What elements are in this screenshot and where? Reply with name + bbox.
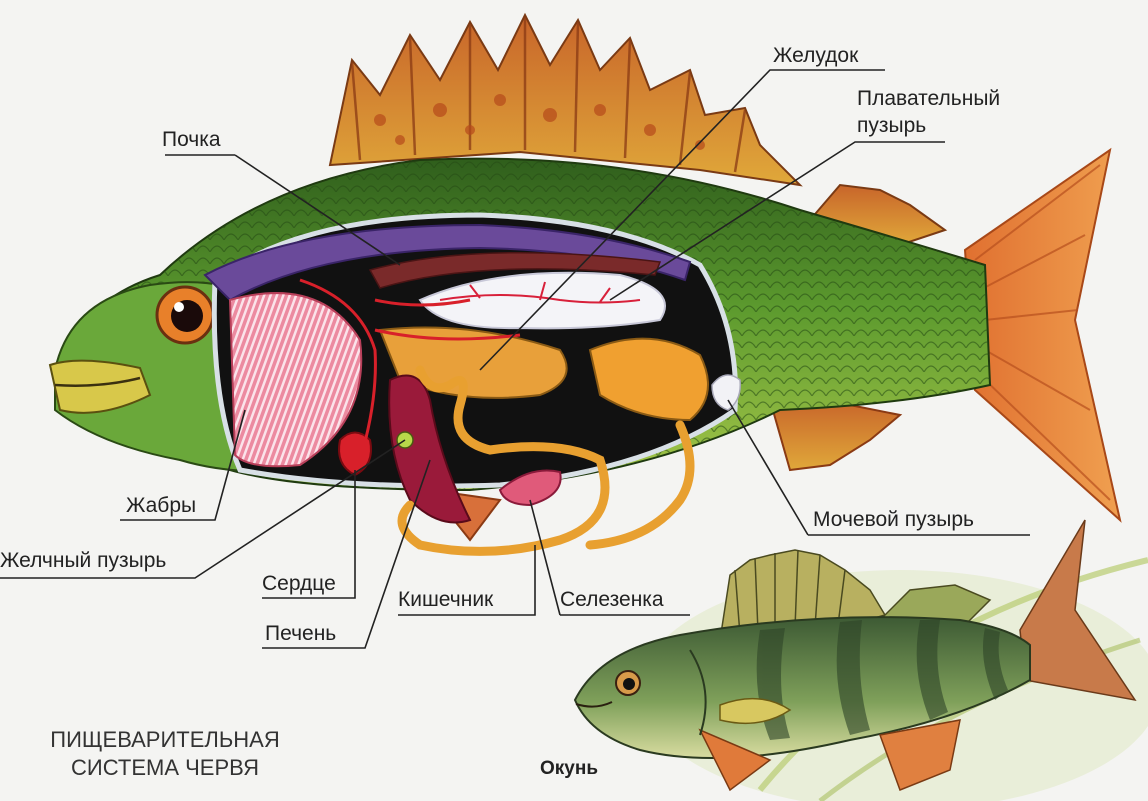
label-liver: Печень xyxy=(265,622,336,646)
perch-species-label: Окунь xyxy=(540,758,598,780)
caption-line1: ПИЩЕВАРИТЕЛЬНАЯ xyxy=(20,726,310,754)
perch-pupil xyxy=(623,678,635,690)
label-swim-bladder-line1: Плавательный xyxy=(857,87,1000,111)
caption-title: ПИЩЕВАРИТЕЛЬНАЯ СИСТЕМА ЧЕРВЯ xyxy=(20,726,310,781)
fish-eye-highlight xyxy=(174,302,184,312)
label-kidney: Почка xyxy=(162,128,221,152)
caption-line2: СИСТЕМА ЧЕРВЯ xyxy=(20,754,310,782)
label-intestine: Кишечник xyxy=(398,588,493,612)
label-stomach: Желудок xyxy=(773,44,858,68)
label-swim-bladder-line2: пузырь xyxy=(857,114,926,138)
label-spleen: Селезенка xyxy=(560,588,664,612)
label-heart: Сердце xyxy=(262,572,336,596)
label-urinary-bladder: Мочевой пузырь xyxy=(813,508,974,532)
label-gall-bladder: Желчный пузырь xyxy=(0,549,166,573)
label-gills: Жабры xyxy=(126,494,196,518)
